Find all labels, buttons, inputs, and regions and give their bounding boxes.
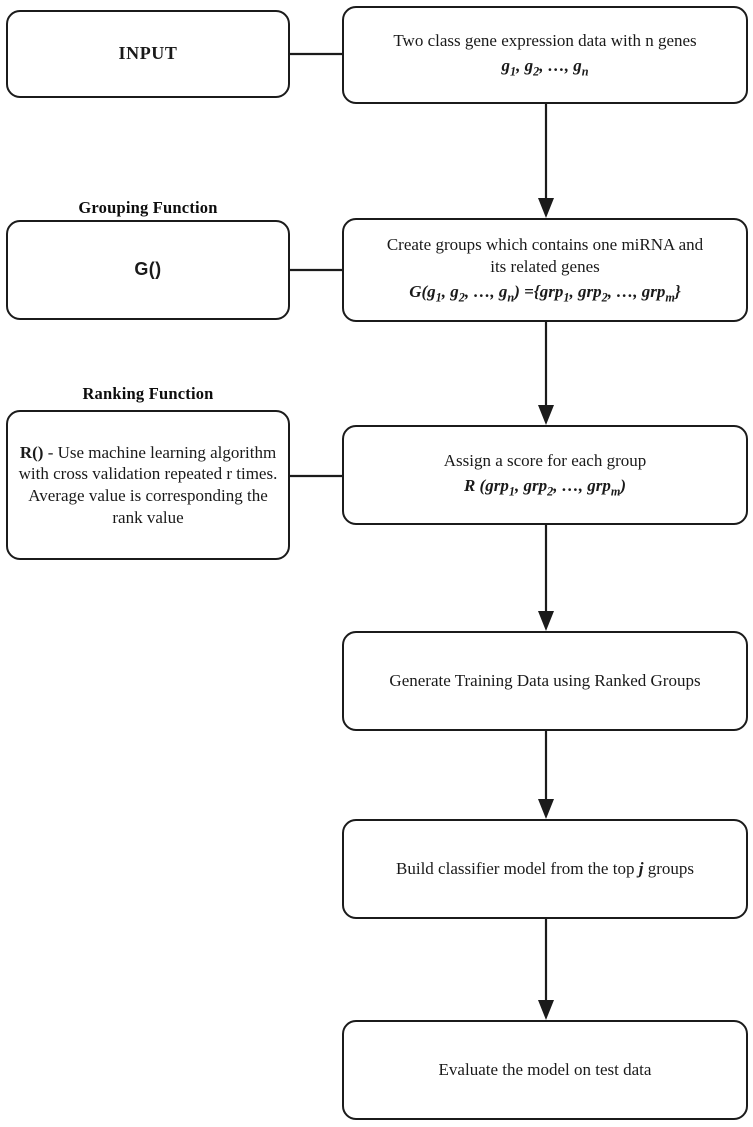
node-build-classifier[interactable]: Build classifier model from the top j gr… — [342, 819, 748, 919]
node-ranking-function[interactable]: R() - Use machine learning algorithm wit… — [6, 410, 290, 560]
node-evaluate-model[interactable]: Evaluate the model on test data — [342, 1020, 748, 1120]
node-build-classifier-variable: j — [638, 859, 644, 879]
node-evaluate-model-inner: Evaluate the model on test data — [344, 1059, 746, 1081]
node-generate-training-data-inner: Generate Training Data using Ranked Grou… — [344, 670, 746, 692]
node-ranking-function-inner: R() - Use machine learning algorithm wit… — [8, 442, 288, 529]
node-two-class-data[interactable]: Two class gene expression data with n ge… — [342, 6, 748, 104]
connector-build-to-evaluate-arrowhead — [538, 1000, 554, 1020]
node-generate-training-data-label: Generate Training Data using Ranked Grou… — [389, 671, 701, 691]
node-ranking-function-description: - Use machine learning algorithm with cr… — [18, 442, 278, 527]
node-input-label: INPUT — [118, 43, 178, 64]
connector-assign-score-to-generate-arrowhead — [538, 611, 554, 631]
node-create-groups-line2: its related genes — [490, 256, 600, 276]
node-assign-score-inner: Assign a score for each group R (grp1, g… — [344, 450, 746, 500]
node-grouping-function-label: G() — [134, 259, 162, 280]
node-create-groups[interactable]: Create groups which contains one miRNA a… — [342, 218, 748, 322]
node-create-groups-inner: Create groups which contains one miRNA a… — [344, 234, 746, 306]
connector-two-class-to-create-groups-arrowhead — [538, 198, 554, 218]
node-build-classifier-inner: Build classifier model from the top j gr… — [344, 858, 746, 880]
caption-grouping-function: Grouping Function — [78, 198, 218, 217]
node-assign-score-formula: R (grp1, grp2, …, grpm) — [463, 475, 627, 499]
node-two-class-data-line1: Two class gene expression data with n ge… — [393, 31, 697, 51]
node-evaluate-model-label: Evaluate the model on test data — [438, 1060, 652, 1080]
node-two-class-data-formula: g1, g2, …, gn — [501, 55, 589, 79]
node-grouping-function[interactable]: G() — [6, 220, 290, 320]
node-assign-score-line1: Assign a score for each group — [443, 451, 647, 471]
caption-ranking-function: Ranking Function — [82, 384, 214, 403]
connector-create-groups-to-assign-score-arrowhead — [538, 405, 554, 425]
node-ranking-function-name: R() — [19, 442, 44, 462]
node-input[interactable]: INPUT — [6, 10, 290, 98]
node-assign-score[interactable]: Assign a score for each group R (grp1, g… — [342, 425, 748, 525]
node-input-inner: INPUT — [8, 42, 288, 65]
node-build-classifier-label-before: Build classifier model from the top — [396, 859, 639, 879]
node-grouping-function-inner: G() — [8, 258, 288, 281]
node-create-groups-formula: G(g1, g2, …, gn) ={grp1, grp2, …, grpm} — [409, 281, 681, 305]
node-generate-training-data[interactable]: Generate Training Data using Ranked Grou… — [342, 631, 748, 731]
node-create-groups-line1: Create groups which contains one miRNA a… — [386, 235, 704, 255]
node-build-classifier-label-after: groups — [643, 859, 694, 879]
node-two-class-data-inner: Two class gene expression data with n ge… — [344, 30, 746, 80]
connector-generate-to-build-arrowhead — [538, 799, 554, 819]
